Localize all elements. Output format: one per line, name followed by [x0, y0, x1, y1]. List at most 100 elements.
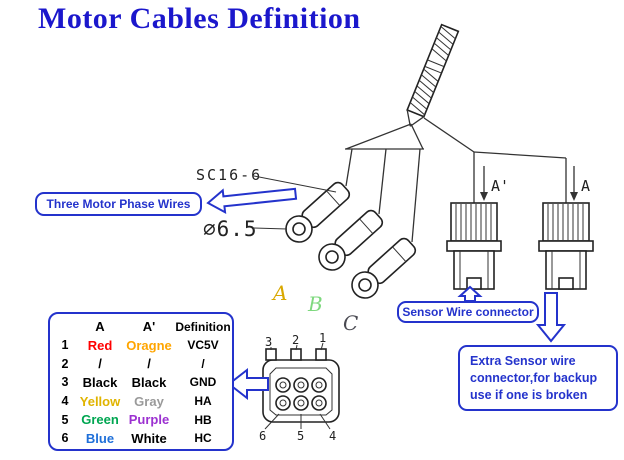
- main-cable: [406, 23, 460, 127]
- sensor-wire-branch: [423, 117, 567, 203]
- table-row: 2 / / /: [54, 356, 230, 371]
- wire-definition: VC5V: [187, 338, 219, 353]
- wire-color-a: Black: [82, 374, 118, 390]
- sensor-connector-left: [446, 202, 502, 290]
- pinout-cavity: [269, 367, 333, 416]
- wire-definition: HA: [194, 394, 212, 409]
- row-num: 5: [61, 412, 69, 427]
- pinout-tab-2: [290, 348, 302, 361]
- pinout-pins: [275, 377, 327, 411]
- table-row: 6 Blue White HC: [54, 431, 230, 446]
- row-num: 4: [61, 394, 69, 409]
- cable-sheath: [406, 23, 460, 118]
- row-num: 1: [61, 338, 69, 353]
- table-row: 4 Yellow Gray HA: [54, 394, 230, 409]
- phase-wires-callout-arrow: [206, 187, 298, 215]
- ring-terminal-a: [285, 181, 351, 243]
- pin-number: 6: [259, 429, 266, 443]
- wire-color-a: Green: [81, 412, 119, 428]
- pinout-to-table-arrow: [227, 367, 269, 401]
- table-row: 5 Green Purple HB: [54, 412, 230, 427]
- cable-taper: [406, 109, 425, 127]
- phase-label-c: C: [343, 311, 358, 335]
- wire-color-a-prime: Gray: [134, 393, 164, 409]
- header-definition: Definition: [175, 319, 231, 334]
- extra-sensor-callout: Extra Sensor wire connector,for backup u…: [458, 345, 618, 411]
- label-to-connector-arrow: [457, 285, 483, 302]
- sensor-label-a-prime: A': [491, 177, 509, 195]
- ring-diameter-leader: [252, 227, 288, 230]
- pin-number: 5: [297, 429, 304, 443]
- down-arrowhead-icon: [480, 192, 488, 201]
- sensor-pointer-a: A: [570, 166, 590, 201]
- page-title: Motor Cables Definition: [38, 2, 361, 35]
- row-num: 6: [61, 431, 69, 446]
- pin-number: 1: [319, 331, 326, 345]
- pinout-numbers: 3 2 1 6 5 4: [259, 331, 336, 443]
- cable-hatching: [409, 26, 456, 116]
- connector-strain-relief: [542, 202, 590, 242]
- pin-number: 4: [329, 429, 336, 443]
- sensor-connector-callout: Sensor Wire connector: [397, 301, 539, 323]
- table-row: 3 Black Black GND: [54, 375, 230, 390]
- sensor-label-a: A: [581, 177, 590, 195]
- crimp-line: [326, 190, 341, 206]
- wire-definition: HC: [194, 431, 212, 446]
- row-num: 2: [61, 356, 69, 371]
- connector-latch: [558, 277, 574, 290]
- wire-definition: /: [201, 356, 205, 371]
- phase-wires-callout: Three Motor Phase Wires: [35, 192, 202, 216]
- lug-ring-hole: [292, 222, 306, 236]
- phase-wire-fan: [345, 123, 424, 243]
- extra-sensor-line-1: Extra Sensor wire: [470, 353, 576, 368]
- extra-sensor-line-2: connector,for backup: [470, 370, 598, 385]
- phase-label-a: A: [271, 281, 287, 305]
- wire-color-a: Red: [87, 337, 113, 353]
- wire-color-a-prime: Oragne: [126, 337, 172, 353]
- sensor-pointer-a-prime: A': [480, 166, 509, 201]
- connector-pinout: 3 2 1 6 5 4: [259, 331, 340, 443]
- extra-sensor-line-3: use if one is broken: [470, 387, 588, 402]
- pinout-tab-3: [265, 348, 277, 361]
- connector-latch: [466, 277, 482, 290]
- table-header-row: A A' Definition: [54, 319, 230, 334]
- down-arrowhead-icon: [570, 192, 578, 201]
- pin-number: 2: [292, 333, 299, 347]
- crimp-line: [392, 246, 407, 262]
- connector-flange: [446, 240, 502, 252]
- ring-diameter-label: ⌀6.5: [203, 217, 258, 241]
- header-a-prime: A': [142, 319, 156, 334]
- wire-definition: HB: [194, 412, 212, 427]
- pinout-tab-1: [315, 348, 327, 361]
- connector-ribs: [547, 204, 584, 240]
- ring-terminal-b: [318, 209, 384, 271]
- connector-to-extra-box-arrow: [535, 292, 567, 343]
- header-a: A: [95, 319, 105, 334]
- connector-ribs: [455, 204, 492, 240]
- wire-definition: GND: [189, 375, 217, 390]
- phase-label-b: B: [307, 292, 323, 316]
- terminal-model-leader: [253, 175, 337, 193]
- crimp-line: [359, 218, 374, 234]
- wire-color-a-prime: White: [131, 430, 167, 446]
- wire-color-a-prime: Black: [131, 374, 167, 390]
- pin-number-leaders: [264, 342, 331, 430]
- pin-number: 3: [265, 335, 272, 349]
- wire-color-a-prime: /: [147, 356, 151, 372]
- row-num: 3: [61, 375, 69, 390]
- ring-terminal-c: [351, 237, 417, 299]
- wire-color-a: Yellow: [79, 393, 121, 409]
- sensor-connector-right: [538, 202, 594, 290]
- terminal-model-label: SC16-6: [196, 166, 262, 184]
- wire-color-a: Blue: [85, 430, 115, 446]
- wire-color-a: /: [98, 356, 102, 372]
- connector-flange: [538, 240, 594, 252]
- wire-definition-table: A A' Definition 1 Red Oragne VC5V 2 / / …: [48, 312, 234, 451]
- sensor-connector-callout-text: Sensor Wire connector: [402, 305, 534, 319]
- lug-ring-hole: [358, 278, 372, 292]
- table-row: 1 Red Oragne VC5V: [54, 338, 230, 353]
- lug-ring-hole: [325, 250, 339, 264]
- wire-color-a-prime: Purple: [128, 412, 170, 428]
